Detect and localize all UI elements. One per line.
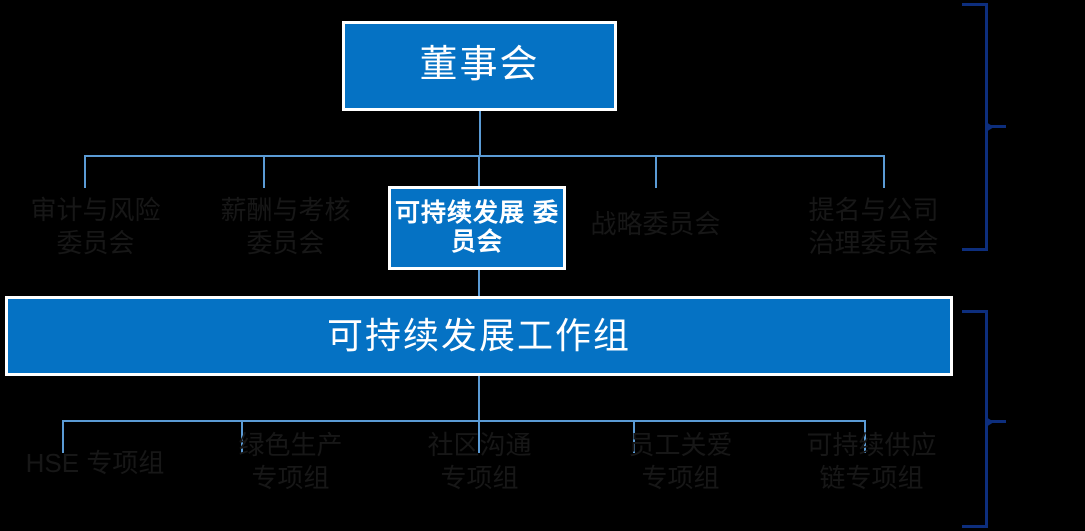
execution-level-bracket-lower-stub [988, 420, 1006, 423]
committee-label-nomination-governance: 提名与公司 治理委员会 [808, 195, 939, 259]
governance-level-bracket-upper-stub [988, 125, 1006, 128]
connector-drop-team-1 [62, 420, 64, 453]
connector-drop-team-4 [633, 420, 635, 453]
execution-level-bracket-lower [962, 310, 988, 528]
connector-workgroup-stem [478, 376, 480, 422]
connector-team-bus [62, 420, 866, 422]
board-of-directors-box[interactable]: 董事会 [342, 21, 617, 111]
governance-level-bracket-upper-arrow [986, 122, 994, 132]
committee-label-strategy: 战略委员会 [590, 209, 721, 239]
connector-drop-committee-3 [478, 155, 480, 188]
committee-box-sustainable-development[interactable]: 可持续发展 委员会 [388, 186, 566, 270]
connector-board-stem [479, 111, 481, 157]
execution-level-bracket-lower-arrow [986, 417, 994, 427]
committee-label-remuneration-appraisal: 薪酬与考核 委员会 [220, 195, 351, 259]
connector-esg-committee-to-workgroup [478, 270, 480, 298]
governance-level-bracket-upper [962, 3, 988, 251]
team-label-hse: HSE 专项组 [25, 448, 165, 478]
team-label-green-production: 绿色生产 专项组 [238, 430, 343, 494]
team-label-employee-care: 员工关爱 专项组 [628, 430, 733, 494]
connector-drop-committee-4 [655, 155, 657, 188]
connector-drop-team-5 [864, 420, 866, 453]
connector-drop-team-2 [241, 420, 243, 453]
team-label-sustainable-supply-chain: 可持续供应 链专项组 [806, 430, 937, 494]
sustainable-development-workgroup-box[interactable]: 可持续发展工作组 [5, 296, 953, 376]
connector-drop-team-3 [478, 420, 480, 453]
connector-committee-bus [84, 155, 885, 157]
committee-label-audit-risk: 审计与风险 委员会 [30, 195, 161, 259]
team-label-community-communication: 社区沟通 专项组 [427, 430, 532, 494]
connector-drop-committee-2 [263, 155, 265, 188]
connector-drop-committee-1 [84, 155, 86, 188]
connector-drop-committee-5 [883, 155, 885, 188]
